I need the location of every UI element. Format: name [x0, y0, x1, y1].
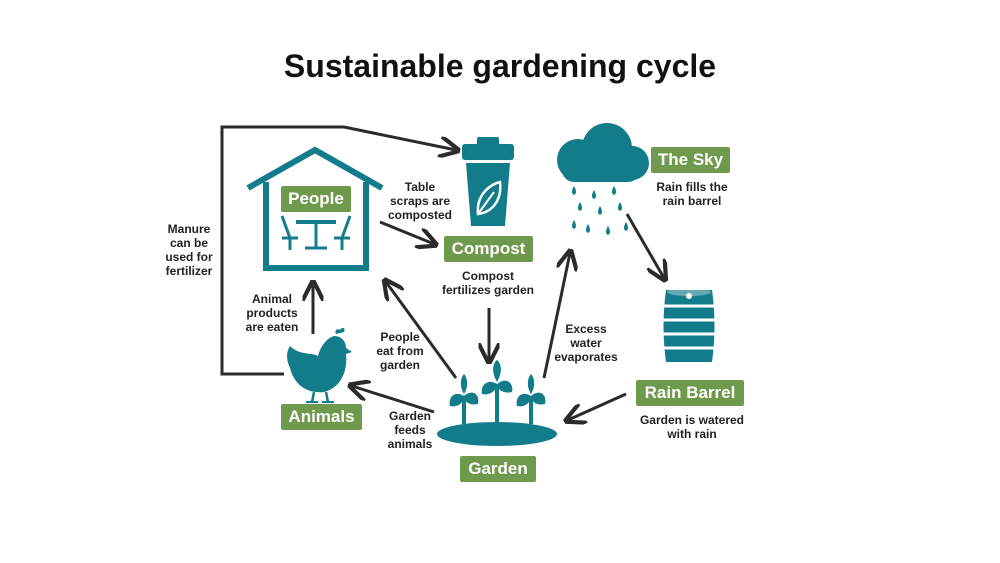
house-icon: [246, 146, 384, 271]
arrow-barrel-to-garden: [568, 392, 627, 420]
chicken-icon: [287, 327, 352, 403]
node-people: People: [281, 186, 351, 212]
label-garden-feeds: Garden feeds animals: [387, 409, 433, 451]
rain-cloud-icon: [557, 123, 649, 235]
arrow-people-to-compost: [379, 220, 434, 244]
compost-bin-icon: [462, 137, 514, 226]
node-compost: Compost: [444, 236, 533, 262]
arrow-garden-to-sky: [542, 253, 570, 379]
label-table-scraps: Table scraps are composted: [387, 180, 452, 222]
arrow-sky-to-barrel: [625, 213, 664, 278]
plants-icon: [437, 360, 557, 446]
arrow-garden-to-animals: [352, 386, 435, 414]
node-the-sky: The Sky: [651, 147, 730, 173]
barrel-icon: [663, 288, 715, 362]
label-compost-fertilizes: Compost fertilizes garden: [441, 269, 535, 297]
label-people-eat: People eat from garden: [376, 330, 424, 372]
arrow-manure-to-compost: [220, 125, 456, 376]
node-garden: Garden: [460, 456, 536, 482]
node-rain-barrel: Rain Barrel: [636, 380, 744, 406]
node-animals: Animals: [281, 404, 362, 430]
label-garden-watered: Garden is watered with rain: [639, 413, 745, 441]
label-rain-fills: Rain fills the rain barrel: [656, 180, 728, 208]
label-excess-water: Excess water evaporates: [554, 322, 618, 364]
label-animal-products: Animal products are eaten: [245, 292, 299, 334]
label-manure: Manure can be used for fertilizer: [165, 222, 213, 278]
diagram-title: Sustainable gardening cycle: [283, 48, 717, 84]
arrow-garden-to-people: [386, 282, 458, 379]
